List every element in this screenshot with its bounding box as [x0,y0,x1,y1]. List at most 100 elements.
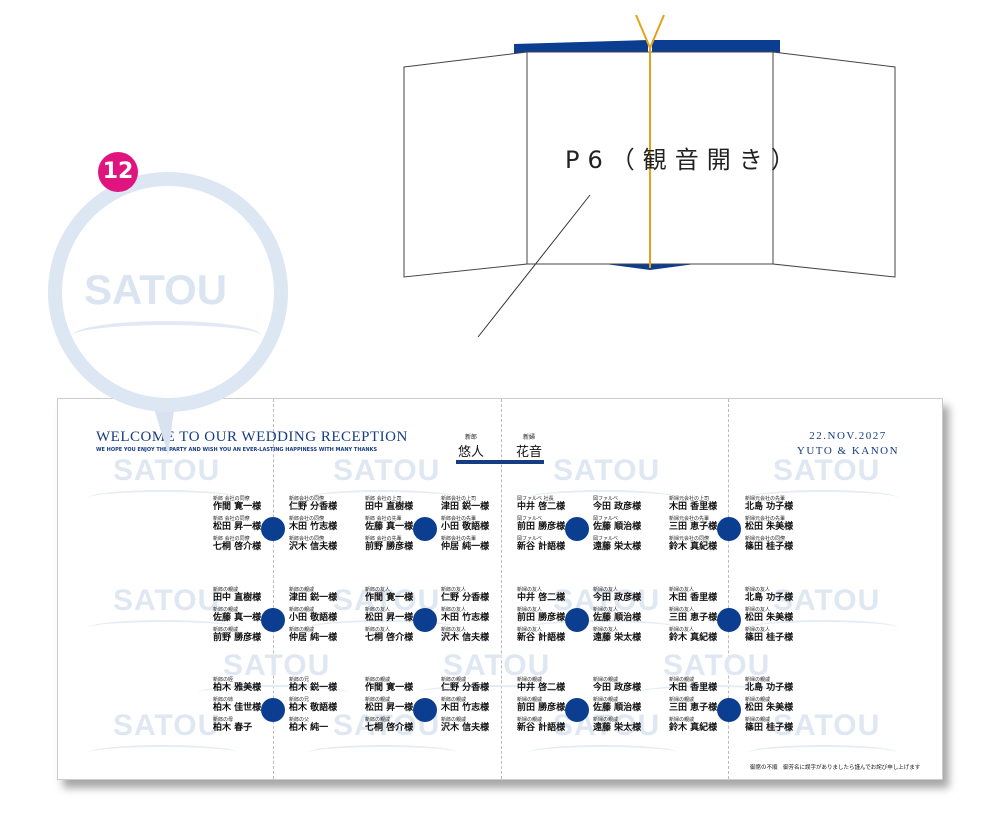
table-marker [565,698,589,722]
guest-name: 木田 香里様 [669,502,718,512]
guest-group-right: 新婦の親戚北島 功子様新婦の親戚松田 朱美様新婦の親戚篠田 桂子様 [745,677,793,737]
guest-name: 小田 敬語様 [441,522,490,532]
guest-name: 北島 功子様 [745,683,794,693]
guest-group-left: 新婦の親戚中井 啓二様新婦の親戚前田 勝彦様新婦の親戚新谷 計語様 [517,677,565,737]
guest-name: 作間 寛一様 [365,593,414,603]
guest-name: 沢木 信夫様 [441,633,490,643]
guest-relation: 新郎の友人 [365,627,391,633]
guest-relation: 新郎会社の先輩 [441,536,477,542]
guest-group-right: 新婦の友人北島 功子様新婦の友人松田 朱美様新婦の友人篠田 桂子様 [745,587,793,647]
guest-name: 北島 功子様 [745,593,794,603]
guest-relation: 新郎の親戚 [213,587,239,593]
satou-watermark: SATOU [197,649,349,687]
guest-name: 七桐 啓介様 [365,633,414,643]
guest-name: 木田 香里様 [669,593,718,603]
guest-relation: 新婦の友人 [517,587,543,593]
guest-name: 前田 勝彦様 [517,703,566,713]
guest-relation: 新婦の親戚 [745,717,771,723]
guest-relation: 新郎の親戚 [441,717,467,723]
table-marker [261,698,285,722]
guest-group-right: 新婦の友人今田 政彦様新婦の友人佐藤 順治様新婦の友人遠藤 栄太様 [593,587,641,647]
fold-line [728,399,729,779]
guest-relation: 新郎 会社の同僚 [213,536,250,542]
guest-name: 鈴木 真紀様 [669,542,718,552]
guest-relation: 新婦の親戚 [669,717,695,723]
watermark-arc [72,321,262,351]
guest-name: 篠田 桂子様 [745,542,794,552]
guest-relation: 新郎の父 [289,717,310,723]
table-marker [413,698,437,722]
guest-name: 松田 朱美様 [745,613,794,623]
guest-name: 松田 朱美様 [745,703,794,713]
guest-name: 新谷 計語様 [517,723,566,733]
guest-name: 篠田 桂子様 [745,723,794,733]
guest-name: 田中 直樹様 [213,593,262,603]
guest-name: 前野 勝彦様 [213,633,262,643]
guest-relation: 新郎 会社の先輩 [365,536,402,542]
guest-relation: 新婦の親戚 [517,717,543,723]
guest-relation: 新郎の母 [213,717,234,723]
guest-relation: 新郎の親戚 [365,677,391,683]
satou-watermark: SATOU [747,454,899,492]
satou-watermark: SATOU [87,709,239,747]
guest-relation: 新婦の友人 [517,607,543,613]
guest-group-right: 新郎会社の同僚仁野 分香様新郎会社の同僚木田 竹志様新郎会社の同僚沢木 信夫様 [289,496,337,556]
satou-watermark: SATOU [637,649,789,687]
guest-name: 佐藤 真一様 [365,522,414,532]
guest-name: 三田 恵子様 [669,703,718,713]
guest-name: 前田 勝彦様 [517,613,566,623]
guest-relation: 岡ファルベ [593,536,619,542]
table-marker [565,517,589,541]
guest-relation: 新婦の友人 [669,587,695,593]
table-marker [565,608,589,632]
couple-names: YUTO & KANON [796,445,900,457]
guest-relation: 新郎の親戚 [289,607,315,613]
guest-relation: 新郎の親戚 [441,697,467,703]
guest-relation: 新郎の友人 [441,607,467,613]
table-marker [413,608,437,632]
guest-group-left: 新郎 会社の上司田中 直樹様新郎 会社の先輩佐藤 真一様新郎 会社の先輩前野 勝… [365,496,413,556]
guest-name: 仲居 純一様 [289,633,338,643]
guest-name: 前田 勝彦様 [517,522,566,532]
guest-name: 鈴木 真紀様 [669,723,718,733]
table-marker [717,517,741,541]
guest-relation: 新郎の姪 [213,677,234,683]
guest-relation: 新婦の親戚 [745,697,771,703]
guest-relation: 新郎の親戚 [289,627,315,633]
guest-relation: 岡ファルベ [517,516,543,522]
guest-name: 木田 香里様 [669,683,718,693]
guest-name: 中井 啓二様 [517,502,566,512]
table-marker [717,698,741,722]
satou-watermark: SATOU [417,649,569,687]
wedding-date: 22.NOV.2027 [809,430,887,442]
guest-group-right: 新婦の親戚今田 政彦様新婦の親戚佐藤 順治様新婦の親戚遠藤 栄太様 [593,677,641,737]
guest-name: 沢木 信夫様 [289,542,338,552]
guest-name: 遠藤 栄太様 [593,542,642,552]
magnifier-callout: SATOU [48,172,288,412]
guest-relation: 新婦元会社の上司 [669,496,710,502]
guest-group-right: 新婦元会社の先輩北島 功子様新婦元会社の先輩松田 朱美様新婦元会社の同僚篠田 桂… [745,496,793,556]
guest-group-right: 新郎の友人仁野 分香様新郎の友人木田 竹志様新郎の友人沢木 信夫様 [441,587,489,647]
guest-relation: 新郎 会社の同僚 [213,496,250,502]
guest-name: 今田 政彦様 [593,502,642,512]
guest-relation: 新婦の親戚 [593,677,619,683]
guest-name: 沢木 信夫様 [441,723,490,733]
guest-relation: 岡ファルベ [593,496,619,502]
guest-relation: 新婦元会社の同僚 [669,536,710,542]
guest-relation: 新郎の親戚 [213,627,239,633]
guest-relation: 新郎の親戚 [289,587,315,593]
guest-name: 北島 功子様 [745,502,794,512]
guest-name: 佐藤 順治様 [593,522,642,532]
guest-name: 遠藤 栄太様 [593,723,642,733]
guest-name: 佐藤 順治様 [593,703,642,713]
guest-name: 作間 寛一様 [213,502,262,512]
satou-watermark: SATOU [87,454,239,492]
guest-group-left: 新郎の親戚作間 寛一様新郎の親戚松田 昇一様新郎の親戚七桐 啓介様 [365,677,413,737]
guest-relation: 新郎会社の同僚 [289,516,325,522]
welcome-title: WELCOME TO OUR WEDDING RECEPTION [96,429,408,445]
guest-name: 木田 竹志様 [441,703,490,713]
guest-name: 仁野 分香様 [289,502,338,512]
guest-relation: 新郎会社の同僚 [289,496,325,502]
